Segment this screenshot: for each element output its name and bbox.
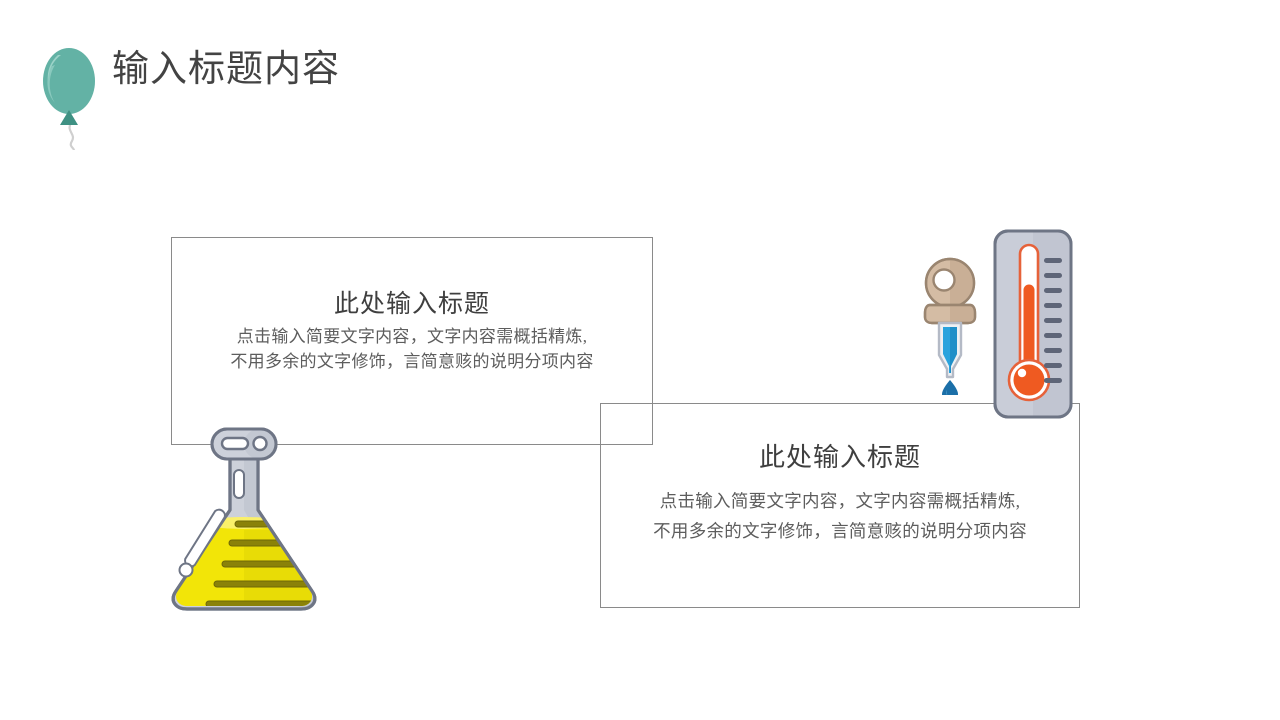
page-title: 输入标题内容 [112,48,340,89]
thermometer-icon [992,228,1074,420]
content-box-1-body-line-2: 不用多余的文字修饰，言简意赅的说明分项内容 [230,352,594,371]
content-box-1-body: 点击输入简要文字内容，文字内容需概括精炼, 不用多余的文字修饰，言简意赅的说明分… [172,324,652,374]
content-box-2-title: 此处输入标题 [758,442,921,472]
content-box-1[interactable]: 此处输入标题 点击输入简要文字内容，文字内容需概括精炼, 不用多余的文字修饰，言… [171,237,653,445]
slide-header: 输入标题内容 [0,0,1280,160]
content-box-2[interactable]: 此处输入标题 点击输入简要文字内容，文字内容需概括精炼, 不用多余的文字修饰，言… [600,403,1080,608]
pipette-dropper-icon [915,255,985,402]
content-box-1-title: 此处输入标题 [333,290,490,318]
content-box-2-body-line-2: 不用多余的文字修饰，言简意赅的说明分项内容 [653,521,1027,541]
content-box-1-inner: 此处输入标题 点击输入简要文字内容，文字内容需概括精炼, 不用多余的文字修饰，言… [172,288,652,374]
content-box-2-body: 点击输入简要文字内容，文字内容需概括精炼, 不用多余的文字修饰，言简意赅的说明分… [601,486,1079,546]
content-box-1-body-line-1: 点击输入简要文字内容，文字内容需概括精炼, [236,327,588,346]
conical-flask-icon [160,418,346,613]
content-box-2-body-line-1: 点击输入简要文字内容，文字内容需概括精炼, [659,491,1021,511]
content-box-2-inner: 此处输入标题 点击输入简要文字内容，文字内容需概括精炼, 不用多余的文字修饰，言… [601,440,1079,546]
balloon-icon [36,30,108,153]
